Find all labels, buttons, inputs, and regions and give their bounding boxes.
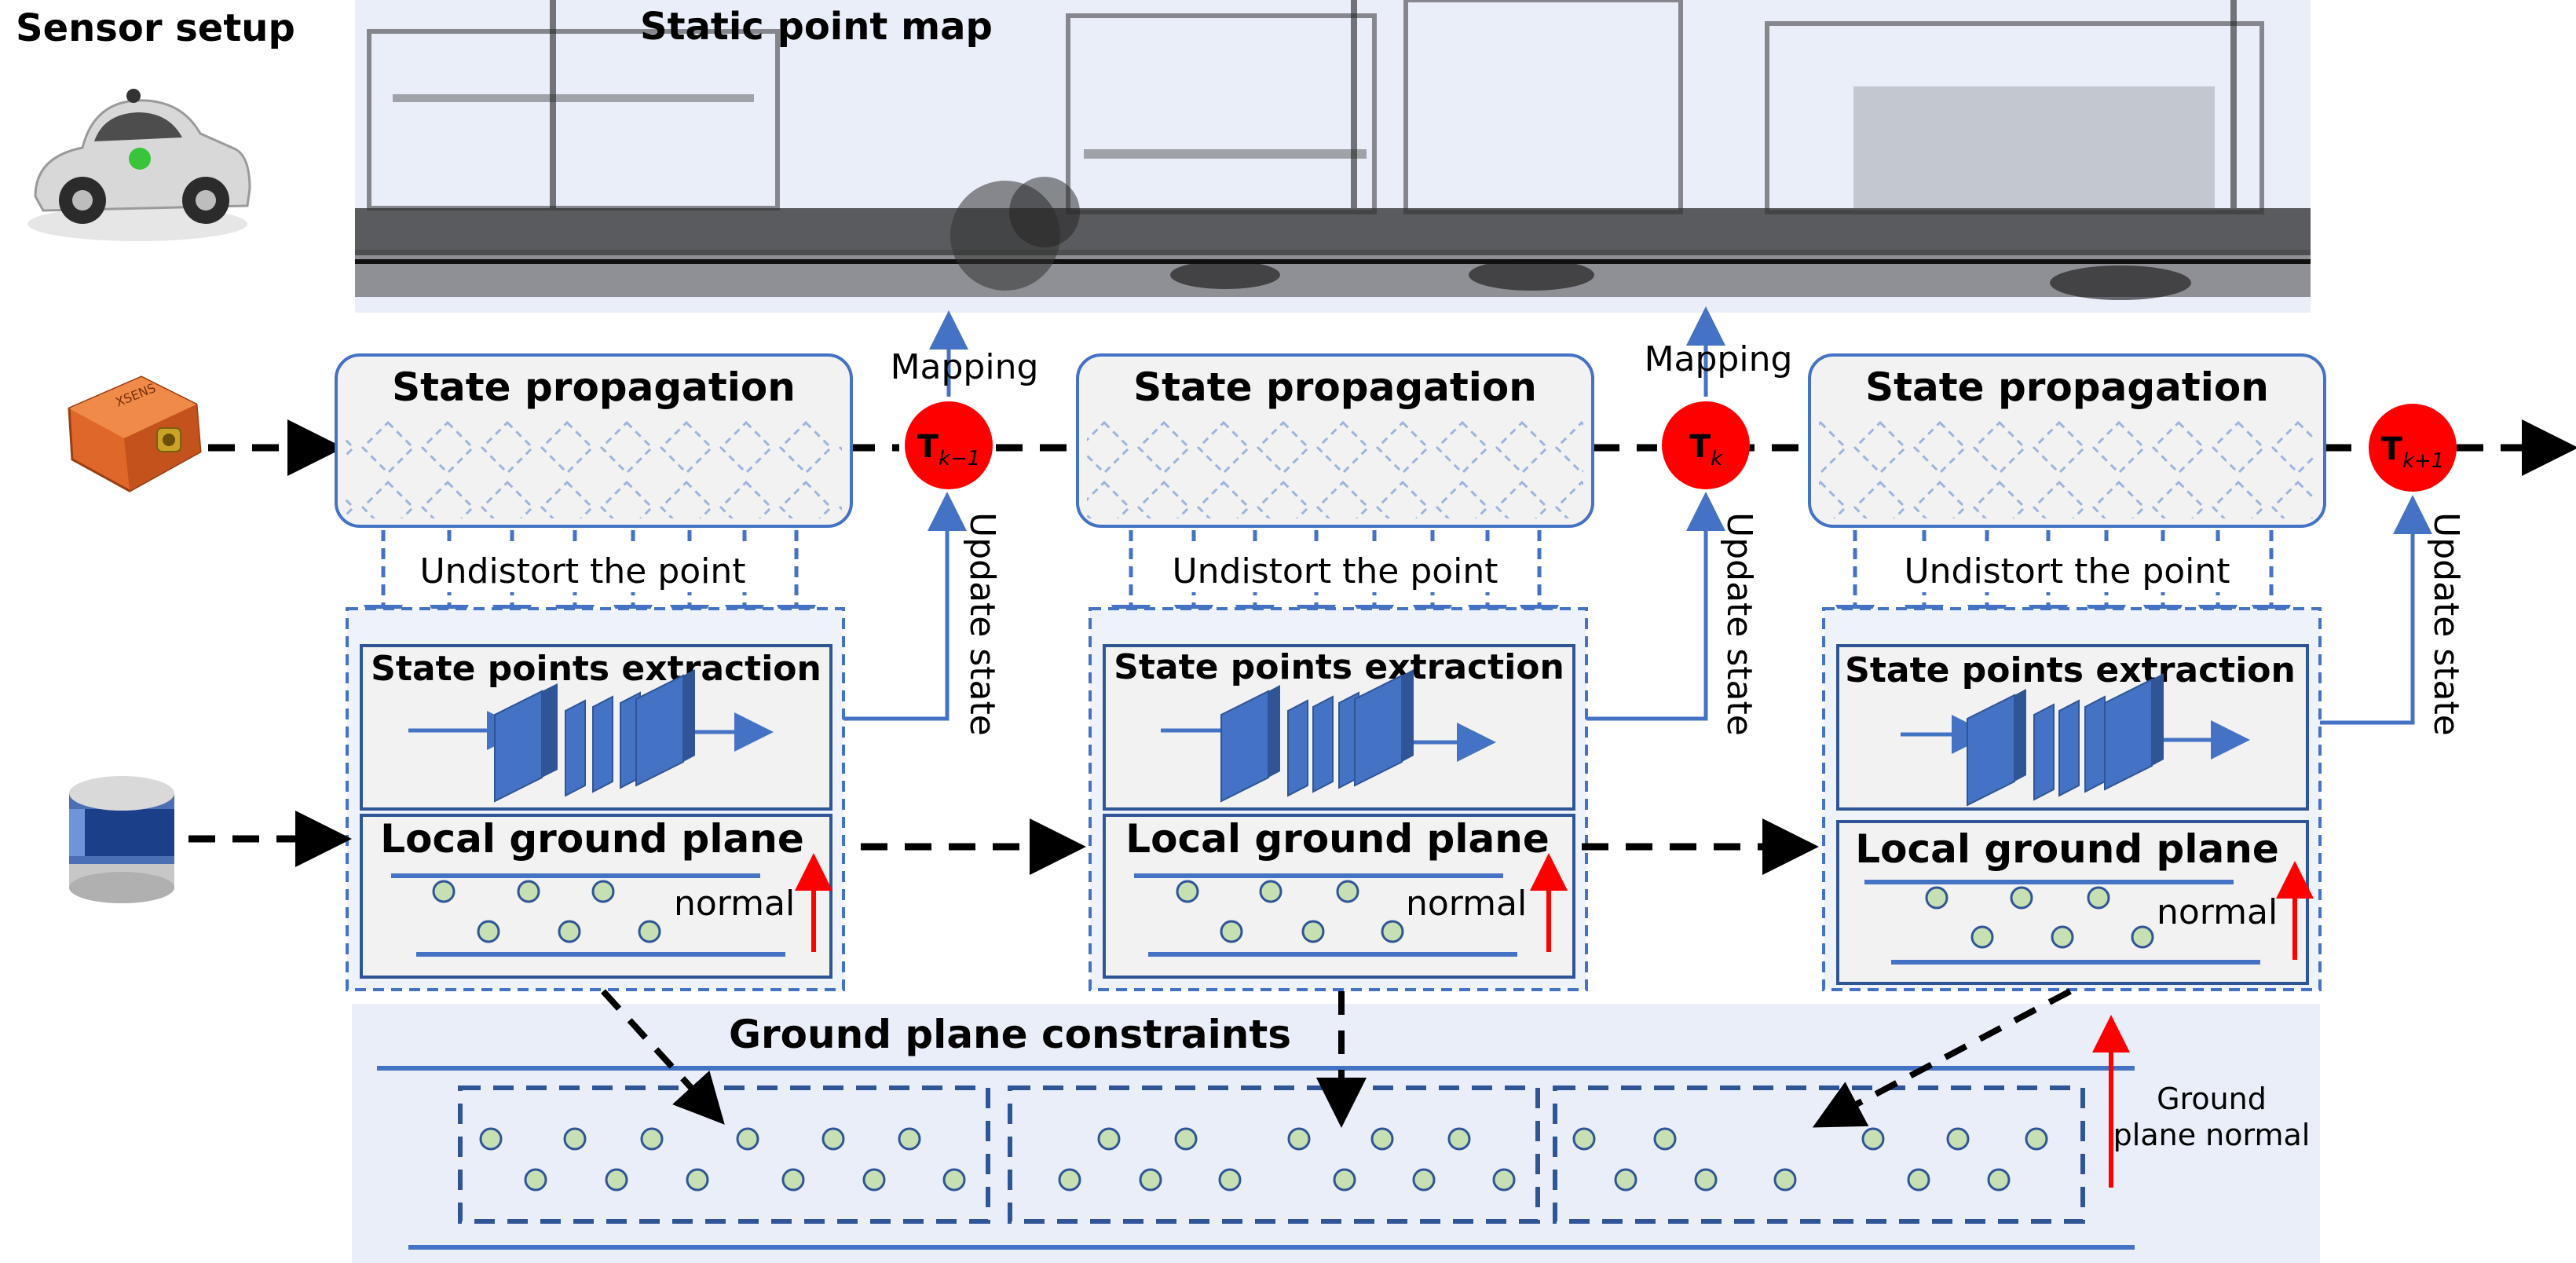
state-points-extraction-label: State points extraction	[1845, 650, 2296, 690]
processing-block-1: State points extraction Local ground pla…	[346, 607, 845, 991]
undistort-label-1: Undistort the point	[419, 551, 745, 591]
update-state-label-1: Update state	[962, 512, 1002, 736]
constraint-window-3	[1553, 1085, 2085, 1224]
local-ground-plane-box	[1836, 820, 2309, 985]
car-sensor-icon	[27, 89, 251, 241]
local-ground-plane-label: Local ground plane	[1125, 816, 1550, 862]
ground-constraint-arrows	[601, 988, 2072, 1128]
state-propagation-label: State propagation	[1133, 364, 1537, 410]
point-cloud-image	[355, 0, 2311, 300]
mapping-label-1: Mapping	[891, 347, 1039, 387]
mapping-label-2: Mapping	[1645, 339, 1793, 379]
network-icon	[1161, 669, 1496, 803]
svg-text:Tk−1: Tk−1	[917, 429, 981, 470]
constraint-window-2	[1008, 1085, 1540, 1224]
state-propagation-label: State propagation	[392, 364, 796, 410]
normal-label: normal	[674, 884, 795, 924]
network-icon	[408, 669, 774, 803]
svg-text:Tk+1: Tk+1	[2381, 431, 2445, 473]
local-ground-plane-label: Local ground plane	[380, 816, 804, 862]
ground-plane-constraints-title: Ground plane constraints	[729, 1012, 1291, 1057]
lidar-icon	[69, 776, 174, 903]
state-propagation-label: State propagation	[1865, 364, 2269, 410]
state-propagation-block-2: State propagation	[1076, 353, 1594, 528]
ground-plane-normal-label-line1: Ground	[2157, 1082, 2267, 1116]
static-point-map-title: Static point map	[640, 5, 993, 49]
state-propagation-block-3: State propagation	[1808, 353, 2326, 528]
imu-icon: XSENS	[68, 375, 202, 492]
update-state-label-2: Update state	[1719, 512, 1759, 736]
normal-label: normal	[2157, 892, 2278, 932]
normal-label: normal	[1406, 884, 1527, 924]
sensor-setup-title: Sensor setup	[16, 6, 295, 50]
processing-block-3: State points extraction Local ground pla…	[1822, 607, 2322, 991]
undistort-label-2: Undistort the point	[1172, 551, 1498, 591]
state-points-extraction-label: State points extraction	[371, 649, 821, 689]
pose-node-k-plus-1: Tk+1	[2369, 404, 2457, 492]
pose-node-k: Tk	[1662, 401, 1750, 489]
update-state-arrows	[843, 492, 2432, 725]
mapping-arrows	[929, 306, 1725, 397]
lidar-dashed-arrows	[188, 811, 1819, 875]
ground-plane-normal-label-line2: plane normal	[2113, 1118, 2311, 1152]
update-state-label-3: Update state	[2426, 512, 2466, 736]
undistort-label-backgrounds	[408, 548, 2237, 592]
processing-block-2: State points extraction Local ground pla…	[1089, 607, 1588, 991]
state-propagation-block-1: State propagation	[335, 353, 853, 528]
local-ground-plane-label: Local ground plane	[1855, 826, 2279, 872]
network-icon	[1901, 673, 2250, 807]
state-points-extraction-label: State points extraction	[1114, 647, 1564, 687]
pose-node-k-minus-1: Tk−1	[905, 401, 993, 489]
svg-text:Tk: Tk	[1689, 429, 1723, 470]
undistort-label-3: Undistort the point	[1904, 551, 2230, 591]
